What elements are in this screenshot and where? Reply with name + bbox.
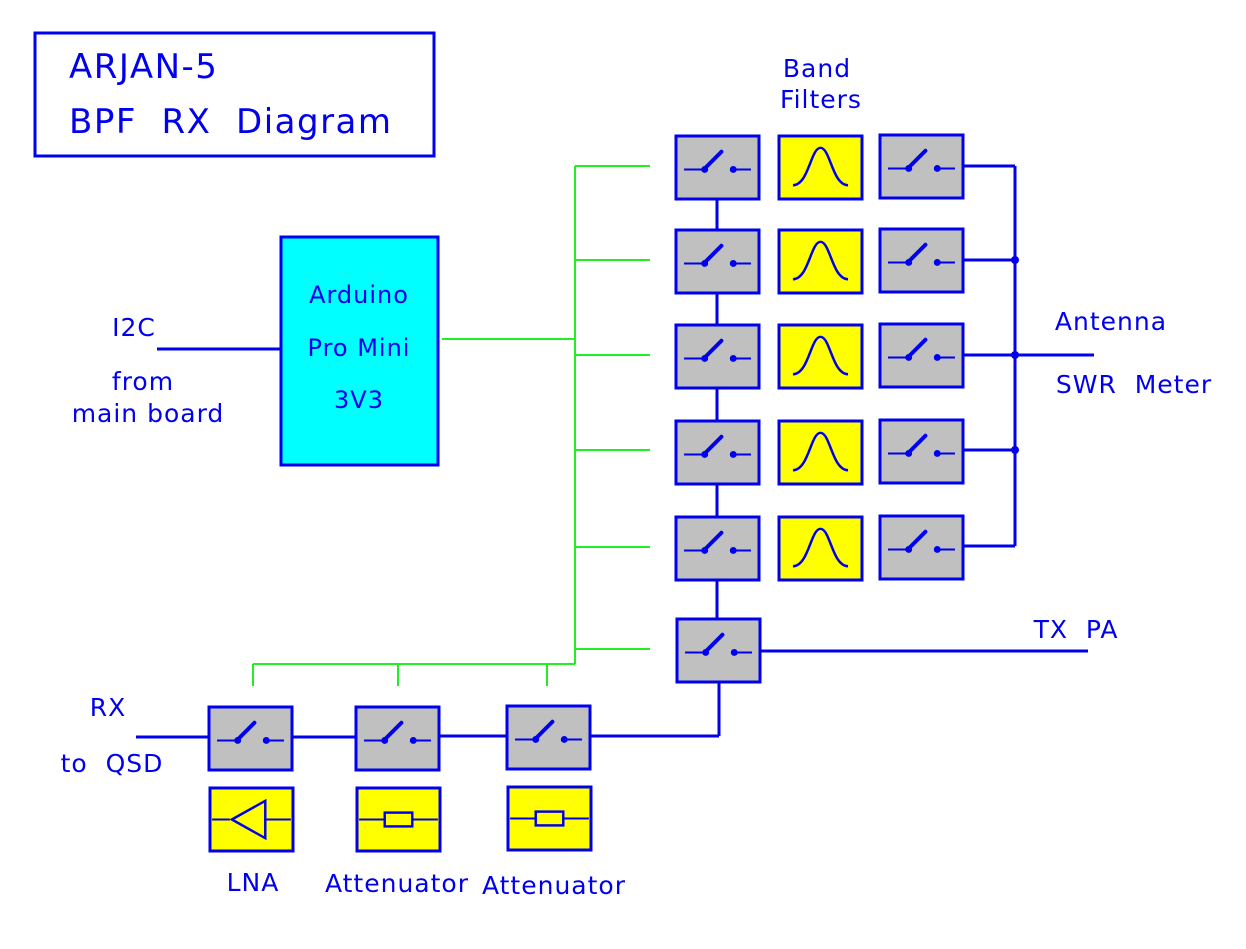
title-box [33,31,436,158]
attenuator-label-1: Attenuator [325,869,469,898]
switch-block [674,323,761,390]
arduino-label-line1: Arduino [309,281,409,309]
switch-block [878,227,965,294]
from-label: from [112,367,174,396]
output-switch-column [878,133,965,581]
attenuator-label-2: Attenuator [482,871,626,900]
arduino-label-line2: Pro Mini [308,334,411,362]
rx-label: RX [90,693,127,722]
tx-switch-block [675,617,762,684]
switch-block [878,418,965,485]
switch-block [878,322,965,389]
lna-block [208,786,295,853]
attenuator-block-2 [506,785,593,852]
band-filter [777,134,864,201]
switch-block [207,705,294,772]
band-filter [777,515,864,582]
switch-block [674,134,761,201]
to-qsd-label: to QSD [61,749,164,778]
main-board-label: main board [72,399,225,428]
band-label: Band [783,54,851,83]
title-line1: ARJAN-5 [69,47,218,87]
input-switch-column [674,134,761,582]
switch-block [505,704,592,771]
lna-label: LNA [227,868,280,897]
swr-meter-label: SWR Meter [1056,370,1212,399]
tx-pa-label: TX PA [1033,615,1119,644]
switch-block [354,705,441,772]
switch-block [878,514,965,581]
arduino-block: Arduino Pro Mini 3V3 [279,235,440,467]
filters-label: Filters [780,85,862,114]
switch-block [878,133,965,200]
switch-block [674,228,761,295]
arduino-label-line3: 3V3 [334,386,384,414]
band-filter [777,228,864,295]
title-line2: BPF RX Diagram [69,102,393,142]
rx-chain-switches [207,704,592,772]
band-filter [777,419,864,486]
switch-block [674,419,761,486]
attenuator-block-1 [355,786,442,853]
i2c-label: I2C [112,313,156,342]
antenna-label: Antenna [1055,307,1167,336]
switch-block [674,515,761,582]
control-lines [252,165,650,686]
band-filter-column [777,134,864,582]
band-filter [777,323,864,390]
